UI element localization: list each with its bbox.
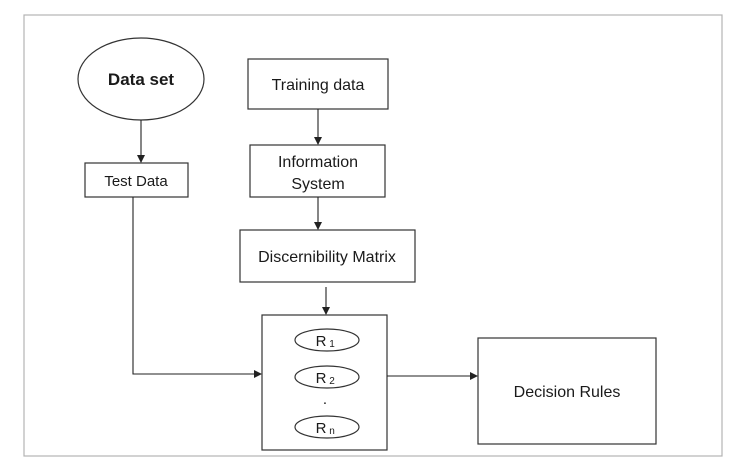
decision-rules-node: Decision Rules [477,337,657,445]
data-set-label: Data set [108,70,174,89]
rule-n-base: R [316,420,327,437]
rule-1-base: R [316,333,327,350]
rule-2-subscript: 2 [329,376,335,387]
rules-box: R 1 R 2 . R n [261,314,388,451]
test-data-label: Test Data [104,173,168,190]
rule-2-ellipse: R 2 [294,365,360,389]
rule-2-base: R [316,370,327,387]
rule-n-subscript: n [329,426,335,437]
training-data-node: Training data [247,58,389,110]
discernibility-matrix-node: Discernibility Matrix [239,229,416,283]
svg-text:R: R [316,333,327,350]
training-data-label: Training data [272,77,365,94]
decision-rules-label: Decision Rules [514,384,621,401]
rule-1-subscript: 1 [329,339,335,350]
test-data-node: Test Data [84,162,189,198]
discernibility-matrix-label: Discernibility Matrix [258,249,396,266]
rule-1-ellipse: R 1 [294,328,360,352]
rule-ellipsis-dot: . [323,391,327,408]
information-system-label-line1: Information [278,154,358,171]
arrow-testdata-to-rules [132,197,262,378]
rule-n-ellipse: R n [294,415,360,439]
information-system-label-line2: System [291,176,344,193]
information-system-node: Information System [249,144,386,198]
data-set-node: Data set [77,37,205,121]
